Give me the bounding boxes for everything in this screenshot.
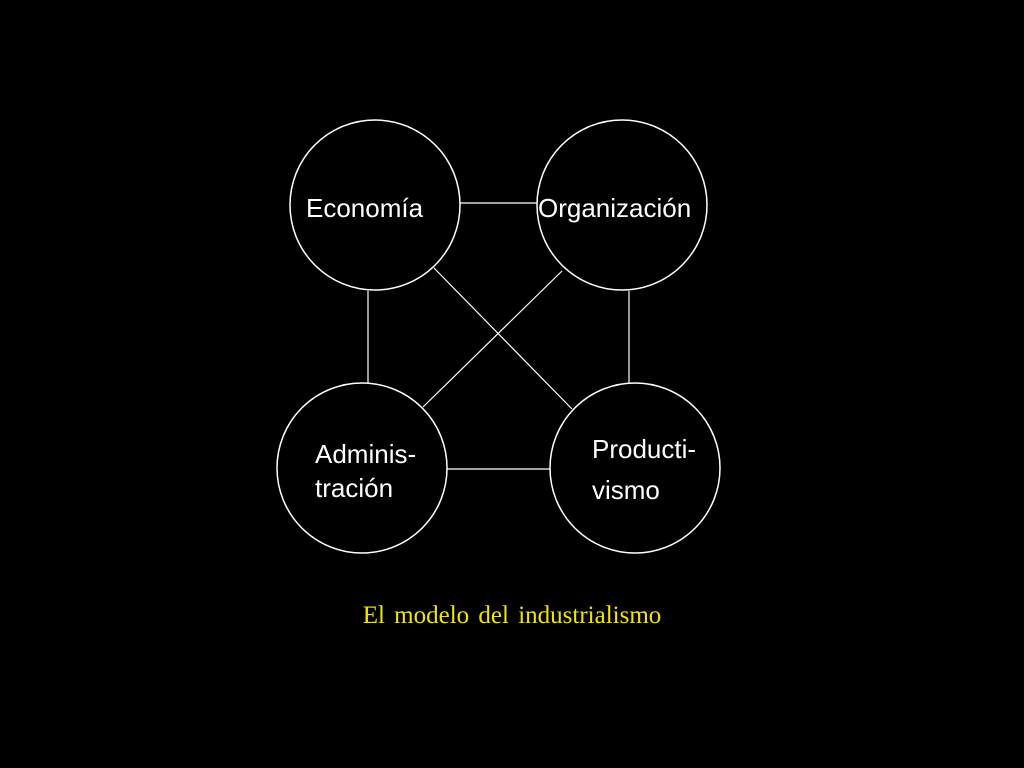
- node-organizacion: Organización: [536, 119, 708, 291]
- edge-organizacion-administracion: [422, 270, 563, 408]
- node-economia-circle: [289, 119, 461, 291]
- node-administracion: Adminis- tración: [276, 382, 448, 554]
- node-productivismo-label-line-2: vismo: [592, 475, 660, 505]
- node-organizacion-label: Organización: [538, 193, 691, 223]
- edge-economia-productivismo: [433, 267, 573, 410]
- node-administracion-label-line-1: Adminis-: [315, 439, 416, 469]
- node-economia-label: Economía: [306, 193, 424, 223]
- node-economia: Economía: [289, 119, 461, 291]
- node-productivismo-label-line-1: Producti-: [592, 434, 696, 464]
- node-productivismo: Producti- vismo: [549, 382, 721, 554]
- diagram-caption: El modelo del industrialismo: [362, 602, 662, 629]
- node-administracion-circle: [276, 382, 448, 554]
- node-organizacion-circle: [536, 119, 708, 291]
- node-administracion-label-line-2: tración: [315, 473, 393, 503]
- node-productivismo-circle: [549, 382, 721, 554]
